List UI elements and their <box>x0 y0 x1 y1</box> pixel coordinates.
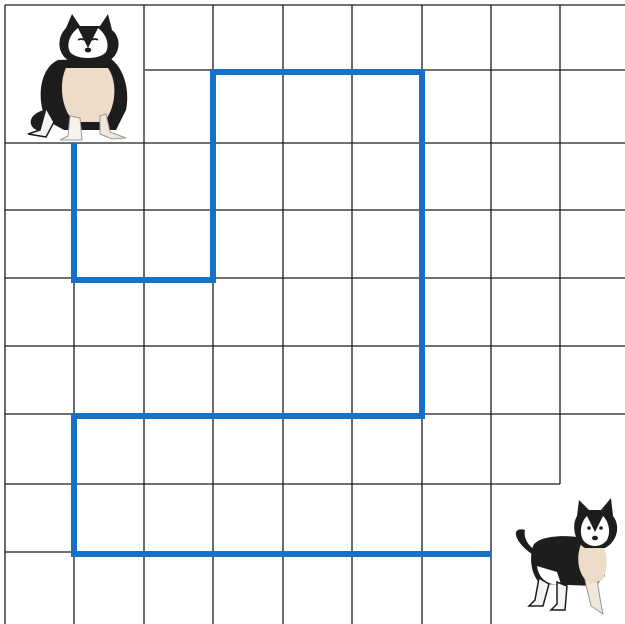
maze-canvas <box>0 0 625 624</box>
maze-diagram <box>0 0 625 624</box>
